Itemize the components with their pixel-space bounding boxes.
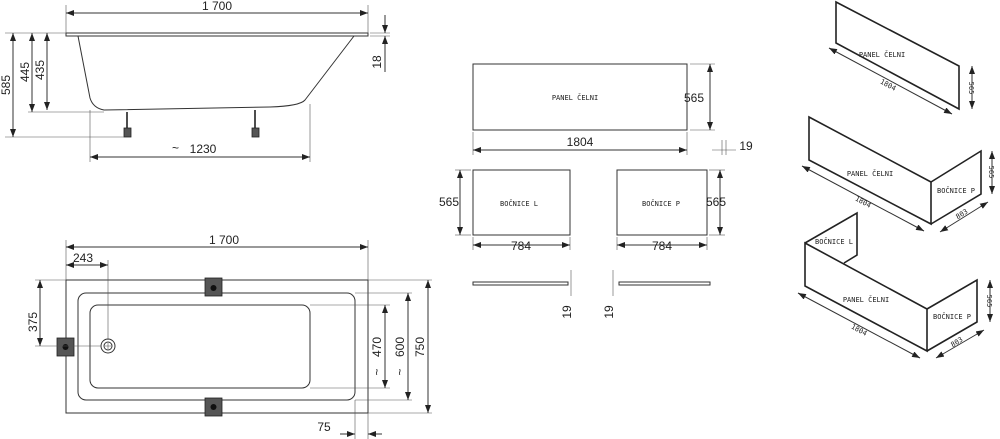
dim-length: 784: [511, 239, 531, 253]
dim-435: 435: [33, 60, 47, 80]
dim-height: 565: [439, 195, 459, 209]
panel-label: PANEL ČELNI: [843, 295, 889, 304]
panel-label: PANEL ČELNI: [847, 169, 893, 178]
panel-label: BOČNICE P: [642, 199, 680, 208]
dim-drain-offset: 243: [73, 251, 93, 265]
tub-body: [77, 35, 355, 111]
dim-feet-span: 1230: [190, 142, 217, 156]
tub-basin: [89, 304, 311, 389]
approx-sign: ~: [172, 141, 179, 155]
side-view: 1 700 585 445 435 18 ~ 1230: [0, 0, 390, 162]
panel-side-left: BOČNICE L 565 784 19: [439, 169, 574, 319]
dim-rim: 18: [370, 55, 384, 69]
tub-foot-right: [251, 110, 260, 138]
panel-label: BOČNICE P: [937, 186, 975, 195]
dim-side-length: 803: [954, 208, 969, 221]
panel-plate: [618, 281, 711, 286]
tub-inner-rim: [77, 292, 356, 401]
dim-length: 1804: [879, 78, 898, 93]
panel-side-right: BOČNICE P 565 784 19: [602, 169, 726, 319]
iso-front-and-right-panels: PANEL ČELNI BOČNICE P 1804 803 565: [801, 115, 995, 233]
dim-length: 1804: [854, 195, 873, 210]
dim-height: 565: [706, 195, 726, 209]
iso-full-panel-set: BOČNICE L PANEL ČELNI BOČNICE P 1804 803…: [797, 211, 993, 359]
dim-445: 445: [18, 62, 32, 82]
dim-length: 1804: [850, 323, 869, 338]
dim-length: 784: [652, 239, 672, 253]
panel-label: BOČNICE P: [933, 312, 971, 321]
dim-height: 565: [967, 82, 975, 95]
mounting-bracket-top: [204, 277, 223, 297]
dim-length: 1 700: [209, 233, 239, 247]
panel-front: PANEL ČELNI 1804 565 19: [472, 63, 753, 155]
mounting-bracket-left: [56, 337, 75, 357]
tub-rim: [65, 32, 369, 37]
dim-basin-width: 470: [370, 337, 384, 357]
dim-rim-offset: 75: [317, 420, 331, 434]
dim-length: 1 700: [202, 0, 232, 13]
dim-thickness: 19: [602, 305, 616, 319]
dim-585: 585: [0, 75, 13, 95]
approx-sign: ~: [370, 368, 384, 375]
top-view: 1 700 243 375 470 600 750 ~ ~ 75: [26, 233, 432, 439]
dim-width: 750: [413, 337, 427, 357]
tub-foot-left: [123, 112, 132, 138]
panel-plate: [472, 281, 569, 286]
dim-height: 565: [684, 91, 704, 105]
approx-sign: ~: [393, 368, 407, 375]
dim-length: 1804: [567, 135, 594, 149]
dim-drain-center: 375: [26, 312, 40, 332]
panel-label: PANEL ČELNI: [859, 50, 905, 59]
panel-label: BOČNICE L: [500, 199, 538, 208]
panel-label: PANEL ČELNI: [552, 93, 598, 102]
drain-icon: [100, 338, 116, 354]
mounting-bracket-bottom: [204, 397, 223, 417]
dim-height: 565: [987, 166, 995, 179]
iso-front-panel: PANEL ČELNI 1804 565: [828, 0, 975, 115]
dim-thickness: 19: [739, 139, 753, 153]
tub-outline: [65, 279, 369, 414]
panel-label: BOČNICE L: [815, 237, 853, 246]
dim-inner-width: 600: [393, 337, 407, 357]
dim-thickness: 19: [560, 305, 574, 319]
dim-height: 565: [985, 295, 993, 308]
